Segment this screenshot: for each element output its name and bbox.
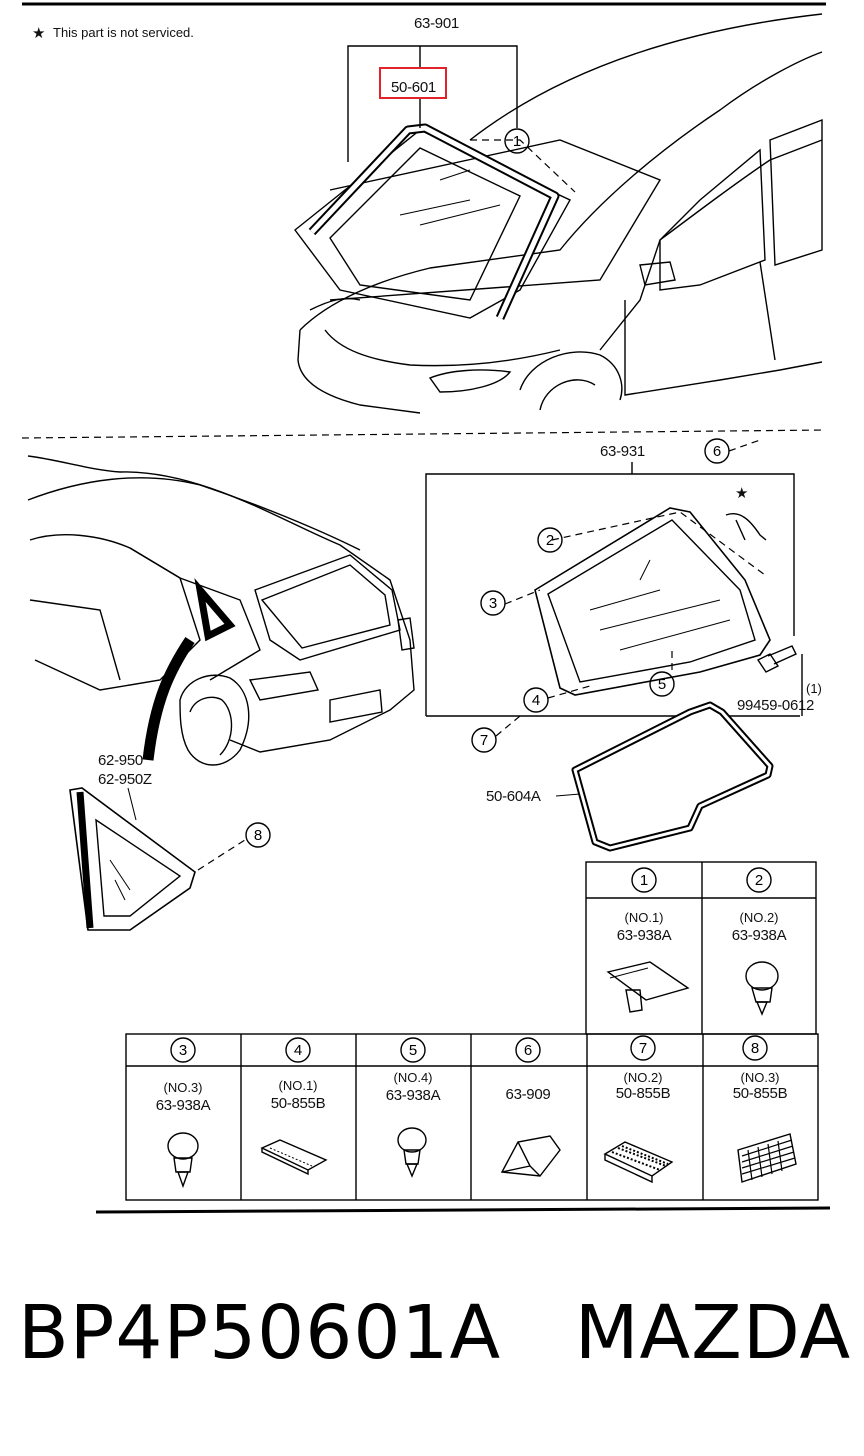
table-number-1: 1	[640, 872, 648, 889]
callout-number-8: 8	[254, 827, 262, 844]
clip-5-icon	[397, 1127, 427, 1178]
clip-2-icon	[745, 961, 779, 1016]
table-number-5: 5	[409, 1042, 417, 1059]
table-number-7: 7	[639, 1040, 647, 1057]
callout-circle-7	[471, 727, 497, 753]
fastener-cell-5: 5 (NO.4) 63-938A	[386, 1037, 441, 1178]
clip-1-icon	[606, 961, 690, 1013]
part-62-950z-label: 62-950Z	[98, 771, 152, 788]
footer-spacer	[501, 1290, 575, 1376]
tape-3-icon	[737, 1133, 797, 1183]
leader-50-604a	[555, 793, 581, 797]
callout-circle-5	[649, 671, 675, 697]
footer-caption: BP4P50601A MAZDA	[18, 1296, 851, 1370]
part-50-601-label: 50-601	[391, 79, 436, 96]
table-part-8: 50-855B	[733, 1085, 788, 1102]
table-number-6: 6	[524, 1042, 532, 1059]
part-63-931-label: 63-931	[600, 443, 645, 460]
table-label-4: (NO.1)	[279, 1078, 318, 1093]
car-front-illustration	[297, 13, 823, 414]
leader-62-950	[127, 787, 137, 821]
fastener-table	[125, 861, 819, 1201]
bolt-part	[756, 645, 797, 673]
tape-2-icon	[603, 1141, 674, 1184]
callout-circle-8	[245, 822, 271, 848]
table-label-1: (NO.1)	[625, 910, 664, 925]
table-label-7: (NO.2)	[624, 1070, 663, 1085]
bottom-rule	[95, 1206, 831, 1214]
fastener-cell-4: 4 (NO.1) 50-855B	[260, 1037, 328, 1176]
liftgate-weatherstrip	[571, 701, 774, 852]
quarter-window-highlight	[194, 578, 236, 642]
part-63-901-label: 63-901	[414, 15, 459, 32]
table-part-6: 63-909	[506, 1086, 551, 1103]
fastener-cell-1: 1 (NO.1) 63-938A	[606, 867, 690, 1013]
fastener-cell-6: 6 63-909	[500, 1037, 561, 1177]
spacer-6-icon	[500, 1135, 561, 1177]
quarter-glass-part	[69, 787, 196, 931]
quarter-glass-leader	[142, 636, 195, 761]
car-rear-illustration	[27, 455, 415, 766]
callout-number-1: 1	[513, 133, 521, 150]
part-number: BP4P50601A	[18, 1290, 502, 1376]
qty-label: (1)	[806, 681, 822, 696]
part-99459-label: 99459-0612	[737, 697, 814, 714]
table-part-3: 63-938A	[156, 1097, 211, 1114]
table-part-7: 50-855B	[616, 1085, 671, 1102]
part-63-931-bracket	[425, 462, 795, 716]
callout-circle-1	[504, 128, 530, 154]
part-63-901-bracket	[347, 45, 518, 162]
windshield-glass	[294, 129, 576, 319]
table-number-2: 2	[755, 872, 763, 889]
callout-circle-2	[537, 527, 563, 553]
table-number-3: 3	[179, 1042, 187, 1059]
callout-number-5: 5	[658, 676, 666, 693]
not-serviced-star-icon: ★	[735, 485, 748, 502]
star-icon: ★	[32, 25, 45, 42]
fastener-cell-7: 7 (NO.2) 50-855B	[603, 1035, 674, 1184]
service-note: This part is not serviced.	[53, 25, 194, 40]
table-number-4: 4	[294, 1042, 302, 1059]
brand-name: MAZDA	[574, 1290, 852, 1376]
fastener-cell-2: 2 (NO.2) 63-938A	[732, 867, 787, 1016]
part-62-950-label: 62-950	[98, 752, 143, 769]
table-label-3: (NO.3)	[164, 1080, 203, 1095]
section-divider	[21, 429, 827, 439]
table-label-2: (NO.2)	[740, 910, 779, 925]
tape-1-icon	[260, 1139, 328, 1176]
clip-3-icon	[167, 1132, 199, 1189]
callout-number-2: 2	[546, 532, 554, 549]
windshield-molding	[308, 123, 560, 320]
liftgate-glass	[504, 507, 771, 699]
callout-circle-4	[523, 687, 549, 713]
callout-number-6: 6	[713, 443, 721, 460]
callout-number-3: 3	[489, 595, 497, 612]
table-part-2: 63-938A	[732, 927, 787, 944]
callout-number-4: 4	[532, 692, 540, 709]
table-part-1: 63-938A	[617, 927, 672, 944]
table-part-5: 63-938A	[386, 1087, 441, 1104]
fastener-cell-3: 3 (NO.3) 63-938A	[156, 1037, 211, 1189]
table-part-4: 50-855B	[271, 1095, 326, 1112]
table-label-8: (NO.3)	[741, 1070, 780, 1085]
fastener-cell-8: 8 (NO.3) 50-855B	[733, 1035, 797, 1183]
table-number-8: 8	[751, 1040, 759, 1057]
table-label-5: (NO.4)	[394, 1070, 433, 1085]
callout-circle-3	[480, 590, 506, 616]
highlight-box	[379, 67, 447, 99]
wiring-clip	[725, 513, 767, 541]
callout-number-7: 7	[480, 732, 488, 749]
part-50-604a-label: 50-604A	[486, 788, 541, 805]
